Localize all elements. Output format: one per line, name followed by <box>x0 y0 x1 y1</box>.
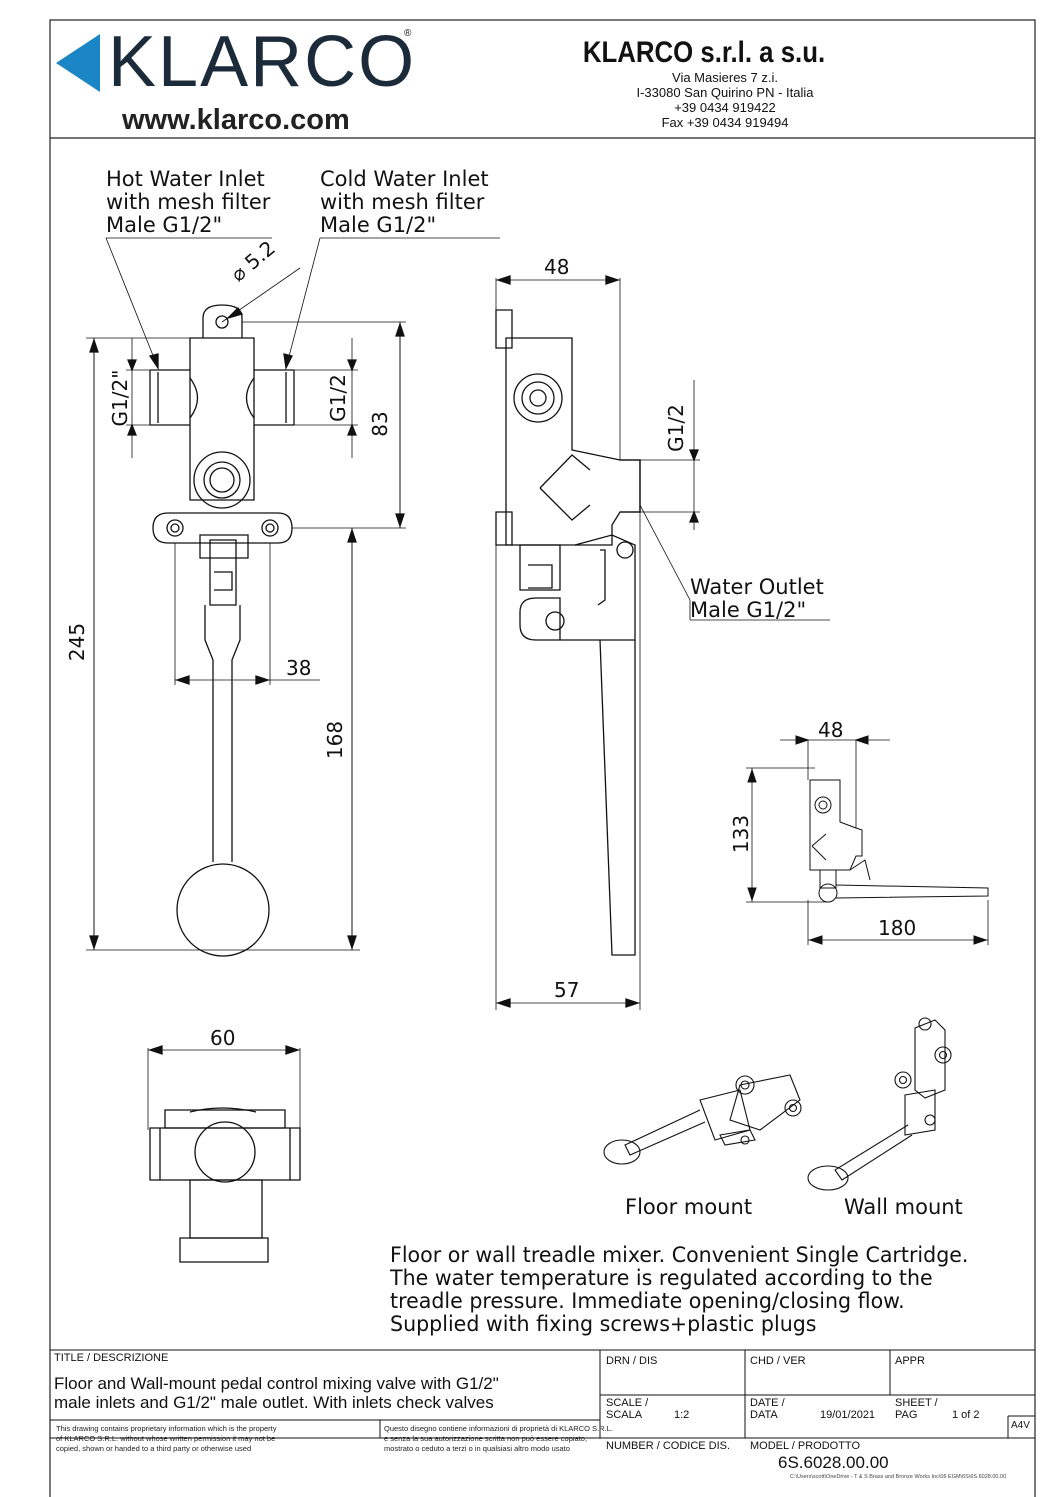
dim-width-180: 180 <box>878 916 917 940</box>
dim-height-83: 83 <box>368 411 392 437</box>
caption-line: PAG <box>895 1409 918 1421</box>
model-caption: MODEL / PRODOTTO <box>750 1440 861 1452</box>
sheet-caption: SHEET / PAG <box>895 1397 938 1421</box>
caption-line: DATA <box>750 1409 778 1421</box>
small-floor-view <box>746 735 989 945</box>
description-line: Floor or wall treadle mixer. Convenient … <box>390 1243 969 1267</box>
title-line: Floor and Wall-mount pedal control mixin… <box>54 1374 499 1393</box>
callout-line: Water Outlet <box>690 575 824 599</box>
number-caption: NUMBER / CODICE DIS. <box>606 1440 731 1452</box>
description-line: Supplied with fixing screws+plastic plug… <box>390 1312 817 1336</box>
dim-width-48-small: 48 <box>818 718 844 742</box>
callout-line: Male G1/2" <box>106 213 223 237</box>
title-line: male inlets and G1/2" male outlet. With … <box>54 1393 494 1412</box>
caption-line: SHEET / <box>895 1397 938 1409</box>
iso-floor-mount <box>603 1074 802 1165</box>
front-view <box>86 237 500 957</box>
description-line: treadle pressure. Immediate opening/clos… <box>390 1289 905 1313</box>
address-line: Fax +39 0434 919494 <box>661 115 789 130</box>
hot-inlet-callout: Hot Water Inlet with mesh filter Male G1… <box>106 168 270 237</box>
notice-line: This drawing contains proprietary inform… <box>56 1424 277 1433</box>
callout-line: with mesh filter <box>320 190 485 214</box>
dim-g12-left: G1/2" <box>108 369 132 427</box>
notice-line: mostrato o ceduto a terzi o in qualsiasi… <box>384 1444 570 1453</box>
title-caption: TITLE / DESCRIZIONE <box>54 1352 169 1364</box>
notice-line: Questo disegno contiene informazioni di … <box>384 1424 613 1433</box>
address-line: I-33080 San Quirino PN - Italia <box>636 85 814 100</box>
description-line: The water temperature is regulated accor… <box>390 1266 933 1290</box>
company-name: KLARCO s.r.l. a s.u. <box>582 36 826 69</box>
notice-line: e senza la sua autorizzazione scritta no… <box>384 1434 588 1443</box>
callout-line: Male G1/2" <box>320 213 437 237</box>
logo-registered-mark: ® <box>404 28 412 39</box>
dim-width-60: 60 <box>210 1026 236 1050</box>
date-value: 19/01/2021 <box>820 1409 876 1421</box>
caption-line: SCALE / <box>606 1397 649 1409</box>
callout-line: Male G1/2" <box>690 598 807 622</box>
callout-line: with mesh filter <box>106 190 271 214</box>
date-caption: DATE / DATA <box>750 1397 785 1421</box>
scale-value: 1:2 <box>674 1409 690 1421</box>
dim-g12-side: G1/2 <box>664 404 688 452</box>
paper-format: A4V <box>1011 1420 1030 1431</box>
dim-width-38: 38 <box>286 656 312 680</box>
drawn-by-caption: DRN / DIS <box>606 1355 658 1367</box>
product-description: Floor or wall treadle mixer. Convenient … <box>390 1244 968 1336</box>
scale-caption: SCALE / SCALA <box>606 1397 648 1421</box>
checked-by-caption: CHD / VER <box>750 1355 806 1367</box>
caption-line: DATE / <box>750 1397 785 1409</box>
logo-text: KLARCO <box>108 22 417 102</box>
floor-mount-label: Floor mount <box>625 1195 753 1219</box>
website: www.klarco.com <box>122 104 350 136</box>
address-line: Via Masieres 7 z.i. <box>672 70 778 85</box>
file-path: C:\Users\scott\OneDrive - T & S Brass an… <box>790 1474 1007 1480</box>
water-outlet-callout: Water Outlet Male G1/2" <box>690 576 824 622</box>
callout-line: Hot Water Inlet <box>106 167 265 191</box>
copyright-notice-en: This drawing contains proprietary inform… <box>56 1424 277 1454</box>
notice-line: of KLARCO S.R.L. without whose written p… <box>56 1434 276 1443</box>
model-number: 6S.6028.00.00 <box>778 1453 889 1472</box>
side-view <box>495 275 830 1010</box>
dim-width-57: 57 <box>554 978 580 1002</box>
bottom-view <box>147 1045 301 1263</box>
address-line: +39 0434 919422 <box>674 100 776 115</box>
cold-inlet-callout: Cold Water Inlet with mesh filter Male G… <box>320 168 489 237</box>
iso-wall-mount <box>807 1017 952 1191</box>
sheet-value: 1 of 2 <box>952 1409 980 1421</box>
company-address: Via Masieres 7 z.i. I-33080 San Quirino … <box>580 70 870 130</box>
dim-height-133: 133 <box>729 814 753 854</box>
approved-caption: APPR <box>895 1355 925 1367</box>
logo-arrow-icon <box>56 34 100 92</box>
copyright-notice-it: Questo disegno contiene informazioni di … <box>384 1424 613 1454</box>
wall-mount-label: Wall mount <box>844 1195 963 1219</box>
notice-line: copied, shown or handed to a third party… <box>56 1444 252 1453</box>
dim-g12-right: G1/2 <box>326 374 350 422</box>
callout-line: Cold Water Inlet <box>320 167 489 191</box>
title-block-grid <box>50 1349 1035 1439</box>
dim-width-48-side: 48 <box>544 255 570 279</box>
dim-height-245: 245 <box>65 622 89 662</box>
caption-line: SCALA <box>606 1409 643 1421</box>
dim-height-168: 168 <box>323 720 347 760</box>
drawing-title: Floor and Wall-mount pedal control mixin… <box>54 1374 499 1412</box>
